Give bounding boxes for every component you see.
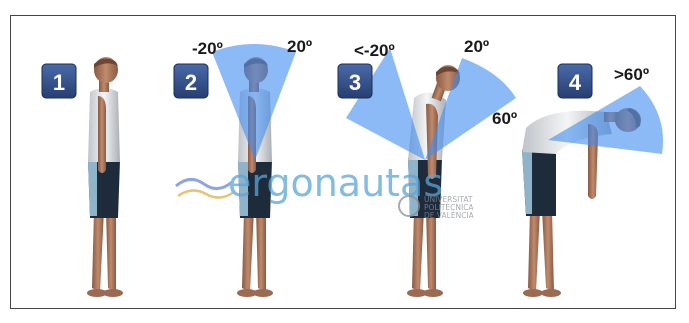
badge-4: 4 bbox=[558, 64, 592, 98]
watermark-brand: ergonautas bbox=[228, 161, 443, 205]
panel-1: 1 bbox=[42, 57, 123, 297]
angle-label-2-negative: -20º bbox=[192, 39, 223, 58]
angle-label-4: >60º bbox=[614, 65, 649, 84]
angle-label-2-positive: 20º bbox=[287, 37, 312, 56]
angle-sector-2 bbox=[212, 44, 296, 160]
panel-4: 4 >60º bbox=[522, 64, 663, 297]
badge-1: 1 bbox=[42, 64, 76, 98]
watermark-university-3: DE VALÈNCIA bbox=[424, 211, 475, 220]
badge-3-number: 3 bbox=[349, 70, 361, 95]
angle-label-3-negative: <-20º bbox=[354, 41, 395, 60]
angle-label-3-forward: 60º bbox=[492, 109, 517, 128]
figure-upright-1 bbox=[87, 57, 123, 297]
badge-1-number: 1 bbox=[53, 70, 65, 95]
badge-2-number: 2 bbox=[185, 70, 197, 95]
badge-3: 3 bbox=[338, 64, 372, 98]
angle-label-3-mid: 20º bbox=[464, 37, 489, 56]
watermark-wave-icon bbox=[176, 179, 232, 188]
badge-4-number: 4 bbox=[569, 70, 582, 95]
watermark: ergonautas UNIVERSITAT POLITÈCNICA DE VA… bbox=[176, 161, 475, 220]
badge-2: 2 bbox=[174, 64, 208, 98]
